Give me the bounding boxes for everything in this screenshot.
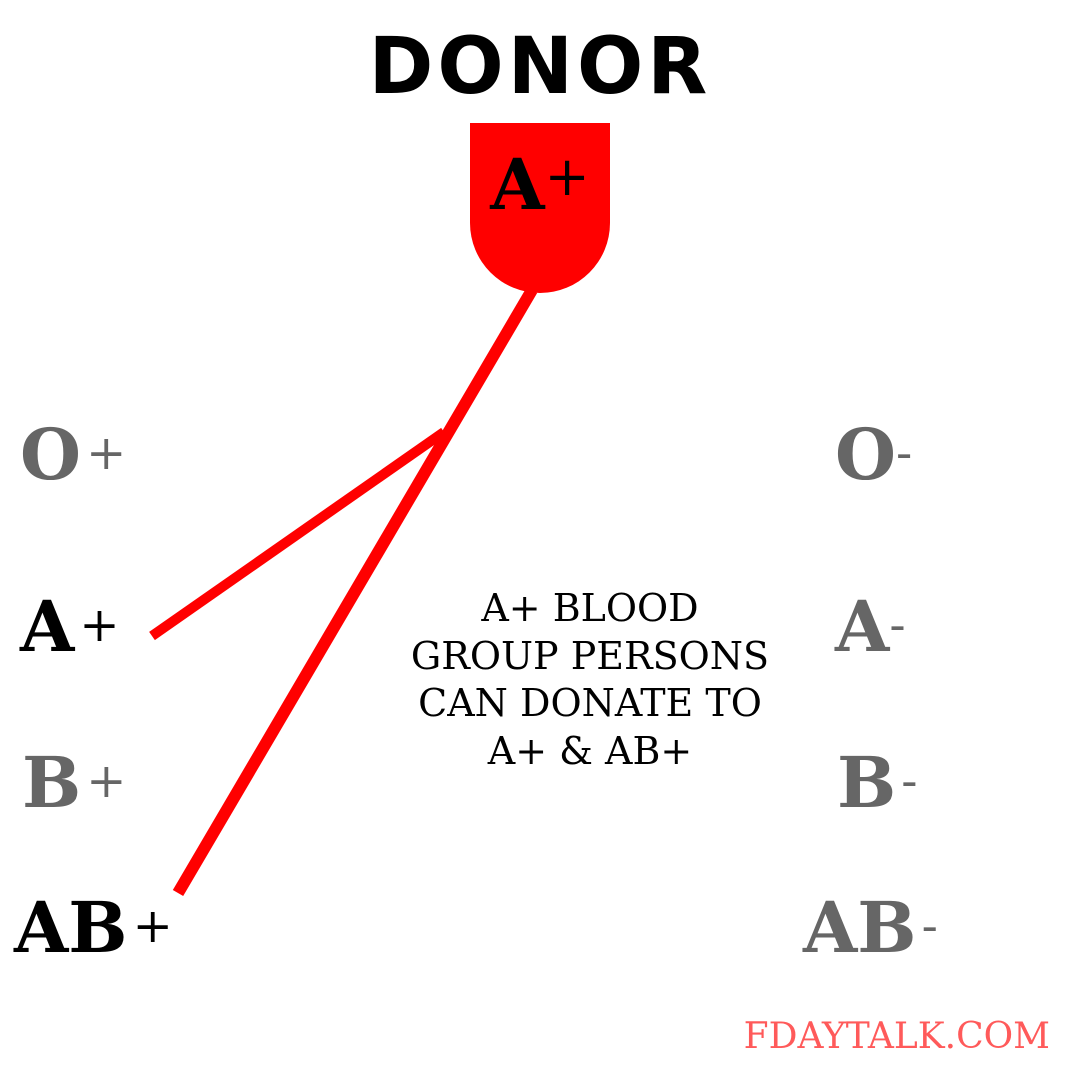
group-letter: B <box>22 741 82 824</box>
group-letter: AB <box>803 886 917 969</box>
donor-label: A+ <box>470 143 610 226</box>
group-a-positive: A + <box>20 592 120 662</box>
link-donor-to-ab-pos <box>172 286 538 897</box>
donor-blood-bag: A+ <box>470 123 610 293</box>
compatibility-message: A+ BLOOD GROUP PERSONS CAN DONATE TO A+ … <box>360 585 820 775</box>
group-sign: + <box>86 425 127 481</box>
group-sign: + <box>79 597 120 653</box>
message-line-1: A+ BLOOD <box>481 586 699 630</box>
group-letter: B <box>837 741 897 824</box>
donor-sign: + <box>544 145 590 208</box>
group-sign: - <box>901 753 918 809</box>
group-o-negative: O- <box>835 420 912 490</box>
group-sign: - <box>921 898 938 954</box>
group-b-negative: B - <box>837 748 917 818</box>
group-ab-positive: AB + <box>14 893 173 963</box>
group-letter: A <box>835 585 890 668</box>
group-letter: O <box>835 413 896 496</box>
group-sign: + <box>132 898 173 954</box>
message-line-2: GROUP PERSONS <box>410 633 770 678</box>
message-line-3: CAN DONATE TO <box>418 681 762 725</box>
donor-letter: A <box>490 143 545 226</box>
link-branch-to-a-pos <box>149 427 447 641</box>
group-sign: - <box>889 597 906 653</box>
diagram-title: DONOR <box>368 22 712 112</box>
site-watermark: FDAYTALK.COM <box>743 1016 1050 1057</box>
group-letter: AB <box>14 886 128 969</box>
group-sign: - <box>895 425 913 481</box>
group-ab-negative: AB - <box>803 893 938 963</box>
message-line-4: A+ & AB+ <box>487 728 693 773</box>
group-a-negative: A- <box>835 592 906 662</box>
group-sign: + <box>86 753 127 809</box>
group-letter: O <box>20 413 81 496</box>
group-b-positive: B + <box>22 748 126 818</box>
group-o-positive: O + <box>20 420 126 490</box>
group-letter: A <box>20 585 75 668</box>
